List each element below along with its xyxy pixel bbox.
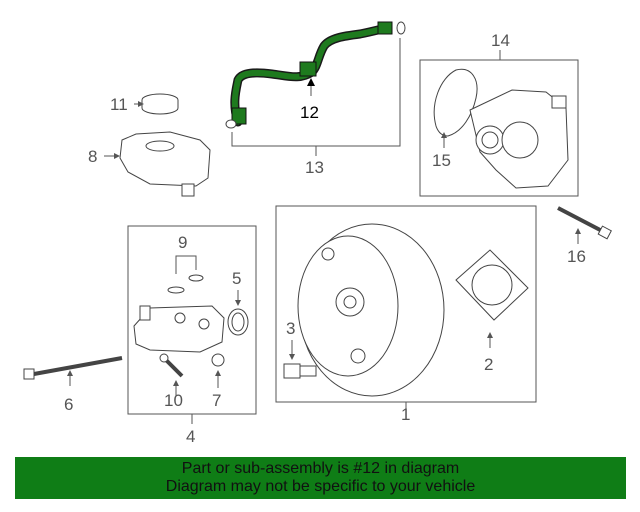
callout-12: 12	[300, 103, 319, 122]
o-ring-part-5[interactable]	[227, 308, 249, 336]
callout-6: 6	[64, 395, 73, 414]
callout-2: 2	[484, 355, 493, 374]
info-banner: Part or sub-assembly is #12 in diagram D…	[15, 457, 626, 499]
banner-line-1: Part or sub-assembly is #12 in diagram	[181, 460, 460, 477]
sensor-part-3[interactable]	[283, 363, 317, 379]
seal-part-9b[interactable]	[188, 274, 204, 282]
vacuum-pump-part-14[interactable]	[433, 68, 569, 189]
callout-8: 8	[88, 147, 97, 166]
callout-11: 11	[110, 95, 128, 114]
callout-14: 14	[491, 31, 510, 50]
banner-line-2: Diagram may not be specific to your vehi…	[165, 478, 476, 495]
parts-diagram: 12 13 11 8 14 15 16 1	[23, 21, 612, 446]
callout-9: 9	[178, 233, 187, 252]
master-cylinder-part-4[interactable]	[133, 305, 225, 353]
o-ring-lower	[225, 119, 237, 129]
callout-5: 5	[232, 269, 241, 288]
o-ring-upper	[396, 21, 406, 35]
bolt-part-6[interactable]	[23, 356, 123, 380]
gasket-part-2[interactable]	[455, 249, 529, 321]
callout-13: 13	[305, 158, 324, 177]
nut-part-7[interactable]	[211, 353, 225, 367]
vacuum-hose-part-12[interactable]	[230, 21, 393, 127]
callout-7: 7	[212, 391, 221, 410]
brake-booster-part-1[interactable]	[297, 223, 445, 397]
fluid-reservoir-part-8[interactable]	[119, 131, 211, 197]
group-box-14	[419, 59, 579, 197]
seal-part-9a[interactable]	[167, 286, 185, 294]
callout-1: 1	[401, 405, 410, 424]
reservoir-cap-part-11[interactable]	[141, 93, 179, 115]
callout-15: 15	[432, 151, 451, 170]
bolt-part-16[interactable]	[557, 206, 612, 240]
bolt-part-10[interactable]	[159, 353, 184, 378]
callout-4: 4	[186, 427, 195, 446]
callout-16: 16	[567, 247, 586, 266]
callout-3: 3	[286, 319, 295, 338]
callout-10: 10	[164, 391, 183, 410]
